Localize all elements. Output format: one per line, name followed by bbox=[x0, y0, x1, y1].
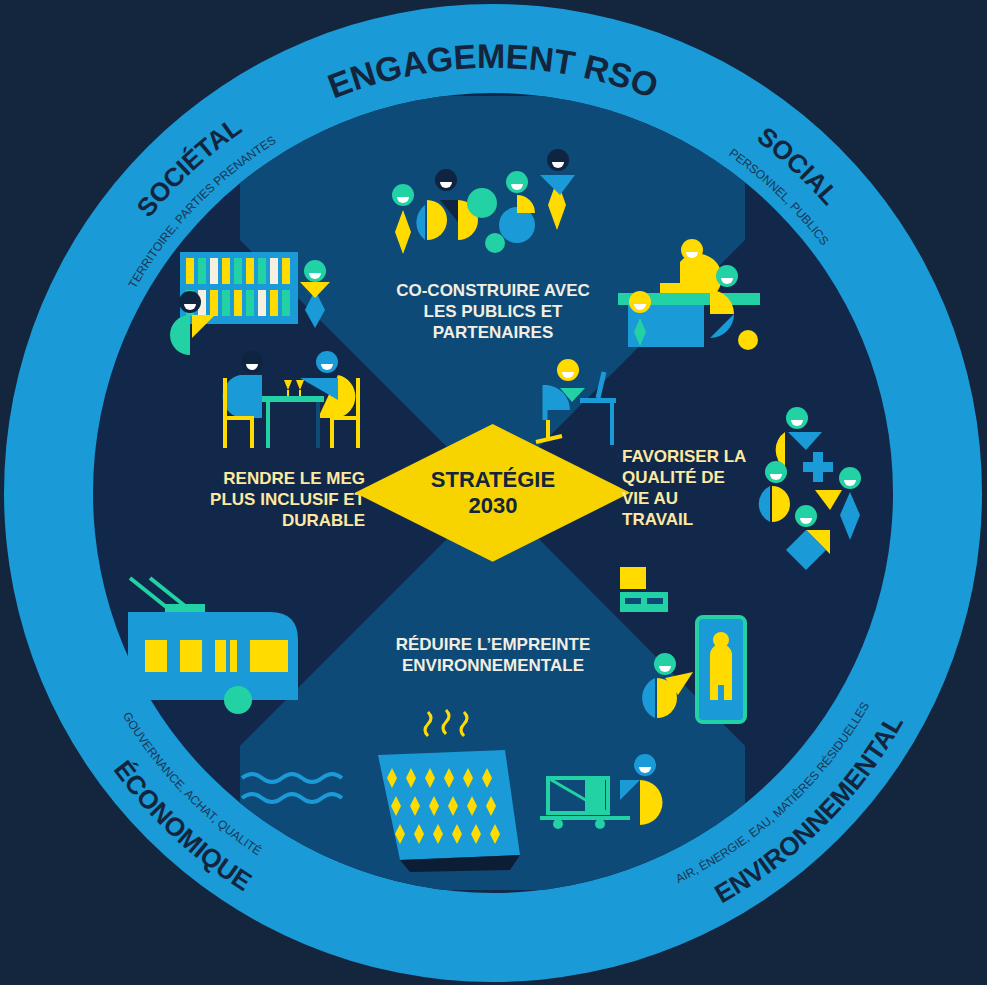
panel-fin bbox=[482, 768, 492, 788]
book bbox=[258, 258, 266, 284]
panel-fin bbox=[414, 824, 424, 844]
quadrant-area: RENDRE LE MEG PLUS INCLUSIF ET DURABLE bbox=[200, 468, 365, 531]
dimension-subtitle-text: PERSONNEL, PUBLICS bbox=[726, 146, 831, 248]
book bbox=[270, 258, 278, 284]
book bbox=[270, 290, 278, 316]
diamond-fill bbox=[355, 424, 630, 562]
dimension-subtitle-text: GOUVERNANCE, ACHAT, QUALITÉ bbox=[120, 710, 265, 859]
dimension-heading: ENVIRONNEMENTAL bbox=[710, 709, 910, 909]
book bbox=[222, 290, 230, 316]
dimension-heading-text: ENVIRONNEMENTAL bbox=[710, 709, 910, 909]
panel-fin bbox=[406, 768, 416, 788]
panel-fin bbox=[490, 824, 500, 844]
reception-desk bbox=[618, 239, 760, 350]
outer-ring bbox=[4, 4, 982, 982]
museum-objects bbox=[620, 567, 745, 722]
book bbox=[246, 258, 254, 284]
panel-fin bbox=[448, 796, 458, 816]
book bbox=[246, 290, 254, 316]
quadrant-objective: FAVORISER LA QUALITÉ DE VIE AU TRAVAIL bbox=[622, 446, 747, 530]
dimension-subtitle: AIR, ÉNERGIE, EAU, MATIÈRES RÉSIDUELLES bbox=[673, 700, 872, 886]
book bbox=[210, 258, 218, 284]
ring-title: ENGAGEMENT RSO bbox=[323, 37, 664, 106]
wellbeing-group bbox=[759, 407, 861, 570]
dimension-subtitle-text: TERRITOIRE, PARTIES PRENANTES bbox=[126, 133, 279, 291]
panel-fin bbox=[463, 768, 473, 788]
quadrant-objective: RÉDUIRE L’EMPREINTE ENVIRONNEMENTALE bbox=[378, 634, 608, 676]
book bbox=[210, 290, 218, 316]
heat-panel bbox=[378, 710, 520, 872]
strategy-title: STRATÉGIE 2030 bbox=[428, 467, 558, 519]
quadrant-objective: RENDRE LE MEG PLUS INCLUSIF ET DURABLE bbox=[200, 468, 365, 531]
dimension-heading: SOCIAL bbox=[752, 121, 845, 211]
panel-fin bbox=[395, 824, 405, 844]
quadrant-objective: CO-CONSTRUIRE AVEC LES PUBLICS ET PARTEN… bbox=[393, 280, 593, 343]
book bbox=[258, 290, 266, 316]
panel-fin bbox=[387, 768, 397, 788]
book bbox=[234, 258, 242, 284]
panel-fin bbox=[410, 796, 420, 816]
recycling-cart bbox=[540, 754, 663, 829]
dimension-subtitle: PERSONNEL, PUBLICS bbox=[726, 146, 831, 248]
panel-fin bbox=[391, 796, 401, 816]
panel-fin bbox=[444, 768, 454, 788]
library bbox=[170, 252, 330, 355]
quadrant-area: RÉDUIRE L’EMPREINTE ENVIRONNEMENTALE bbox=[378, 634, 608, 676]
book bbox=[222, 258, 230, 284]
dimension-heading-text: SOCIAL bbox=[752, 121, 845, 211]
panel-fin bbox=[486, 796, 496, 816]
inner-disk bbox=[93, 93, 893, 893]
panel-fin bbox=[452, 824, 462, 844]
quadrant-area: CO-CONSTRUIRE AVEC LES PUBLICS ET PARTEN… bbox=[393, 280, 593, 343]
water-waves bbox=[242, 774, 342, 802]
book bbox=[234, 290, 242, 316]
trolleybus bbox=[128, 578, 298, 714]
panel-fin bbox=[429, 796, 439, 816]
people-group bbox=[392, 149, 575, 254]
quadrant-area: FAVORISER LA QUALITÉ DE VIE AU TRAVAIL bbox=[622, 446, 747, 530]
strategy-diamond: STRATÉGIE 2030 bbox=[355, 424, 630, 562]
dimension-subtitle: GOUVERNANCE, ACHAT, QUALITÉ bbox=[120, 710, 265, 859]
panel-fin bbox=[425, 768, 435, 788]
panel-fin bbox=[471, 824, 481, 844]
panel-fin bbox=[467, 796, 477, 816]
panel-fin bbox=[433, 824, 443, 844]
dinner-table bbox=[223, 351, 358, 448]
book bbox=[198, 258, 206, 284]
ring-title-text: ENGAGEMENT RSO bbox=[323, 37, 664, 106]
office-worker bbox=[536, 359, 616, 445]
dimension-subtitle: TERRITOIRE, PARTIES PRENANTES bbox=[126, 133, 279, 291]
book bbox=[282, 258, 290, 284]
book bbox=[282, 290, 290, 316]
dimension-subtitle-text: AIR, ÉNERGIE, EAU, MATIÈRES RÉSIDUELLES bbox=[673, 700, 872, 886]
book bbox=[186, 258, 194, 284]
